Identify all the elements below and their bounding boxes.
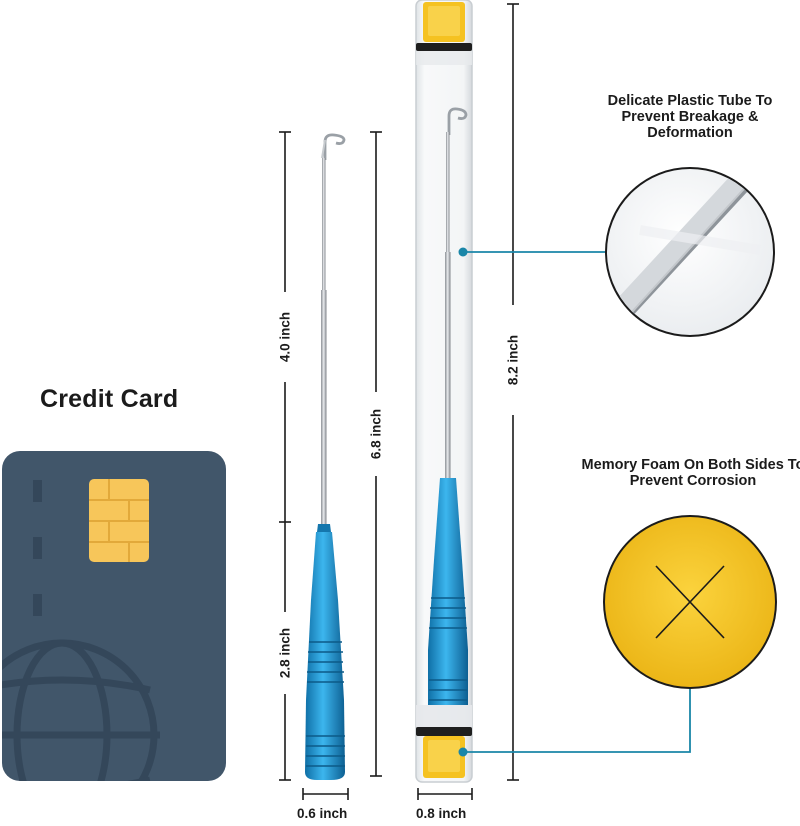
tube-callout-text: Delicate Plastic Tube To Prevent Breakag… xyxy=(607,93,773,141)
dim-shaft-label: 4.0 inch xyxy=(277,311,293,363)
crochet-hook xyxy=(305,133,346,780)
plastic-tube xyxy=(415,0,473,783)
hook-tip xyxy=(323,133,346,160)
card-body xyxy=(2,451,226,781)
card-mark-2 xyxy=(33,537,42,559)
hook-handle xyxy=(305,532,345,780)
globe-icon xyxy=(2,639,160,781)
foam-callout-text: Memory Foam On Both Sides To Prevent Cor… xyxy=(581,457,800,489)
leader-lines xyxy=(463,251,691,753)
chip-lines xyxy=(89,479,149,562)
hook-shaft xyxy=(321,290,327,524)
dim-hook-total-label: 6.8 inch xyxy=(368,408,384,460)
tube-hook-needle xyxy=(446,132,450,252)
dimension-lines xyxy=(279,3,519,800)
tube-hook-handle xyxy=(428,478,468,705)
dim-hook-width-label: 0.6 inch xyxy=(297,806,348,821)
leader-dot-foam xyxy=(458,747,468,757)
foam-detail-zoom xyxy=(603,515,777,689)
tube-detail-zoom xyxy=(605,167,775,337)
dim-handle-label: 2.8 inch xyxy=(277,627,293,679)
card-mark-1 xyxy=(33,480,42,502)
o-ring-top xyxy=(416,43,472,51)
dim-tube-width-label: 0.8 inch xyxy=(416,806,467,821)
card-mark-3 xyxy=(33,594,42,616)
handle-grip xyxy=(306,641,345,767)
dim-tube-length-label: 8.2 inch xyxy=(505,334,521,386)
credit-card xyxy=(2,451,226,781)
credit-card-label: Credit Card xyxy=(40,385,179,413)
leader-dot-tube xyxy=(458,247,468,257)
o-ring-bottom xyxy=(416,727,472,736)
hook-needle xyxy=(322,158,326,290)
tube-hook-shaft xyxy=(445,252,451,478)
